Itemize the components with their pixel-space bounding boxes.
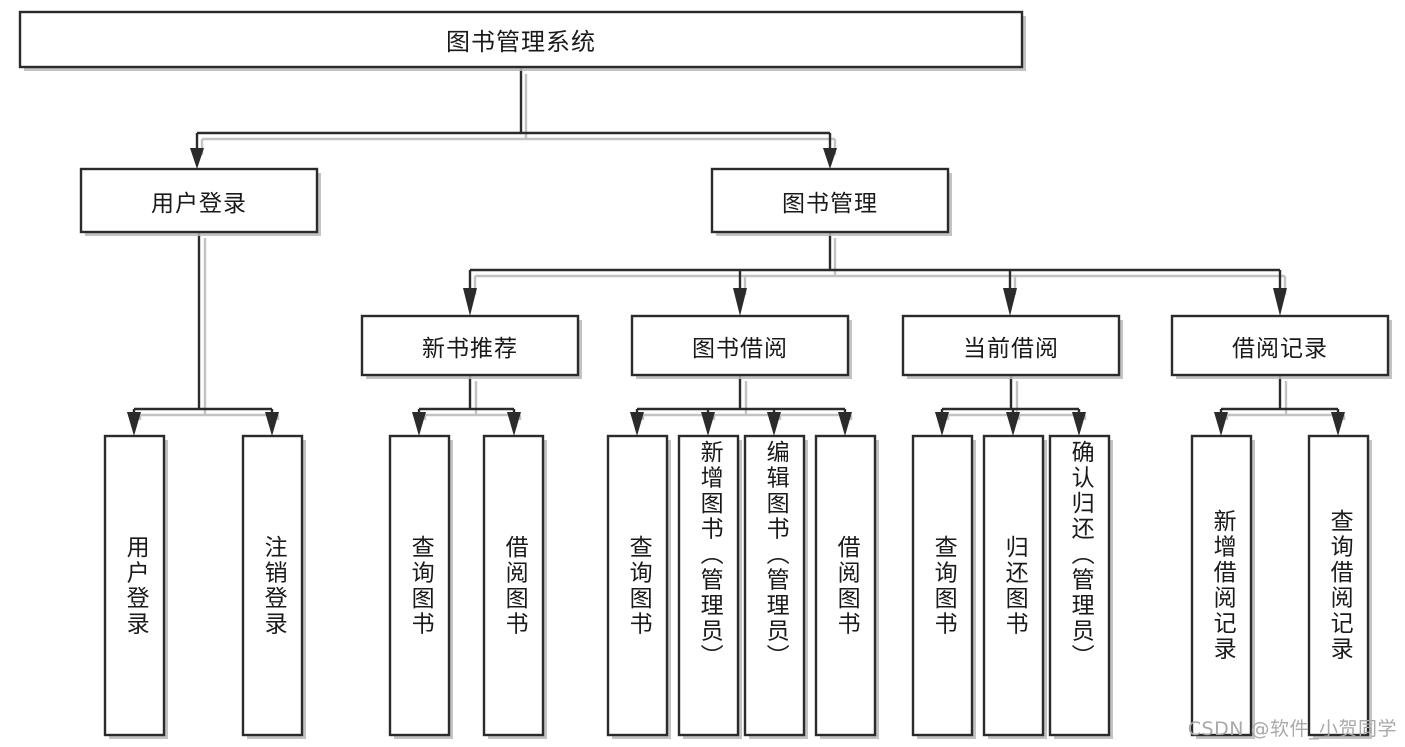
node-box-leaf-user-login[interactable] xyxy=(103,434,166,737)
connector-root-shadow xyxy=(200,74,837,155)
arrow-head-leaf-edit-book-admin xyxy=(767,412,781,436)
arrow-head-leaf-confirm-return-admin xyxy=(1072,412,1086,436)
node-box-borrow-records[interactable] xyxy=(1170,314,1390,377)
arrow-head-leaf-user-login xyxy=(127,412,141,436)
arrow-head-leaf-query-book-1 xyxy=(412,412,426,436)
node-box-leaf-query-book-3[interactable] xyxy=(911,434,974,737)
node-box-current-borrow[interactable] xyxy=(901,314,1121,377)
connector-borrowrecords-leaves-shadow xyxy=(1225,381,1346,420)
connector-bookborrow-leaves-shadow xyxy=(641,381,853,420)
node-box-leaf-query-book-1[interactable] xyxy=(388,434,451,737)
arrow-head-leaf-query-borrow-record xyxy=(1331,412,1345,436)
connector-userlogin-to-leaves xyxy=(132,232,274,414)
arrow-head-book-management xyxy=(823,148,837,169)
node-box-new-book-recommend[interactable] xyxy=(360,314,580,377)
connector-level3-shadow xyxy=(473,238,1287,295)
node-box-leaf-borrow-book-1[interactable] xyxy=(482,434,545,737)
arrow-head-user-login xyxy=(190,148,204,169)
arrow-head-leaf-add-borrow-record xyxy=(1214,412,1228,436)
node-box-leaf-borrow-book-2[interactable] xyxy=(814,434,877,737)
connector-borrowrecords-to-leaves xyxy=(1219,375,1340,414)
arrow-head-leaf-borrow-book-1 xyxy=(507,412,521,436)
node-box-leaf-add-book-admin[interactable] xyxy=(677,434,740,737)
arrow-head-leaf-add-book-admin xyxy=(701,412,715,436)
node-box-leaf-edit-book-admin[interactable] xyxy=(743,434,806,737)
connector-currentborrow-to-leaves xyxy=(940,375,1081,414)
node-box-leaf-confirm-return-admin[interactable] xyxy=(1048,434,1111,737)
arrow-head-leaf-return-book xyxy=(1006,412,1020,436)
node-box-book-management[interactable] xyxy=(710,167,950,234)
connector-bookborrow-to-leaves xyxy=(635,375,847,414)
arrow-head-new-book-recommend xyxy=(463,288,477,316)
connector-userlogin-leaves-shadow xyxy=(138,238,280,420)
arrow-head-leaf-query-book-3 xyxy=(935,412,949,436)
node-box-root[interactable] xyxy=(18,10,1024,69)
node-box-leaf-return-book[interactable] xyxy=(982,434,1045,737)
node-box-book-borrow[interactable] xyxy=(630,314,850,377)
arrow-head-current-borrow xyxy=(1003,288,1017,316)
connector-bookmgmt-to-level3 xyxy=(468,232,1282,290)
arrow-head-borrow-records xyxy=(1273,288,1287,316)
arrow-head-leaf-borrow-book-2 xyxy=(838,412,852,436)
arrow-head-leaf-logout xyxy=(265,412,279,436)
connector-newbook-to-leaves xyxy=(417,375,516,414)
connector-root-to-level2 xyxy=(195,67,832,150)
connector-group xyxy=(127,67,1346,436)
node-box-leaf-logout[interactable] xyxy=(241,434,304,737)
arrow-head-leaf-query-book-2 xyxy=(630,412,644,436)
connector-newbook-leaves-shadow xyxy=(423,381,522,420)
arrow-head-book-borrow xyxy=(733,288,747,316)
node-box-leaf-add-borrow-record[interactable] xyxy=(1190,434,1253,737)
node-box-leaf-query-book-2[interactable] xyxy=(606,434,669,737)
node-box-leaf-query-borrow-record[interactable] xyxy=(1307,434,1370,737)
node-box-group xyxy=(18,10,1392,739)
node-box-user-login[interactable] xyxy=(79,167,319,234)
